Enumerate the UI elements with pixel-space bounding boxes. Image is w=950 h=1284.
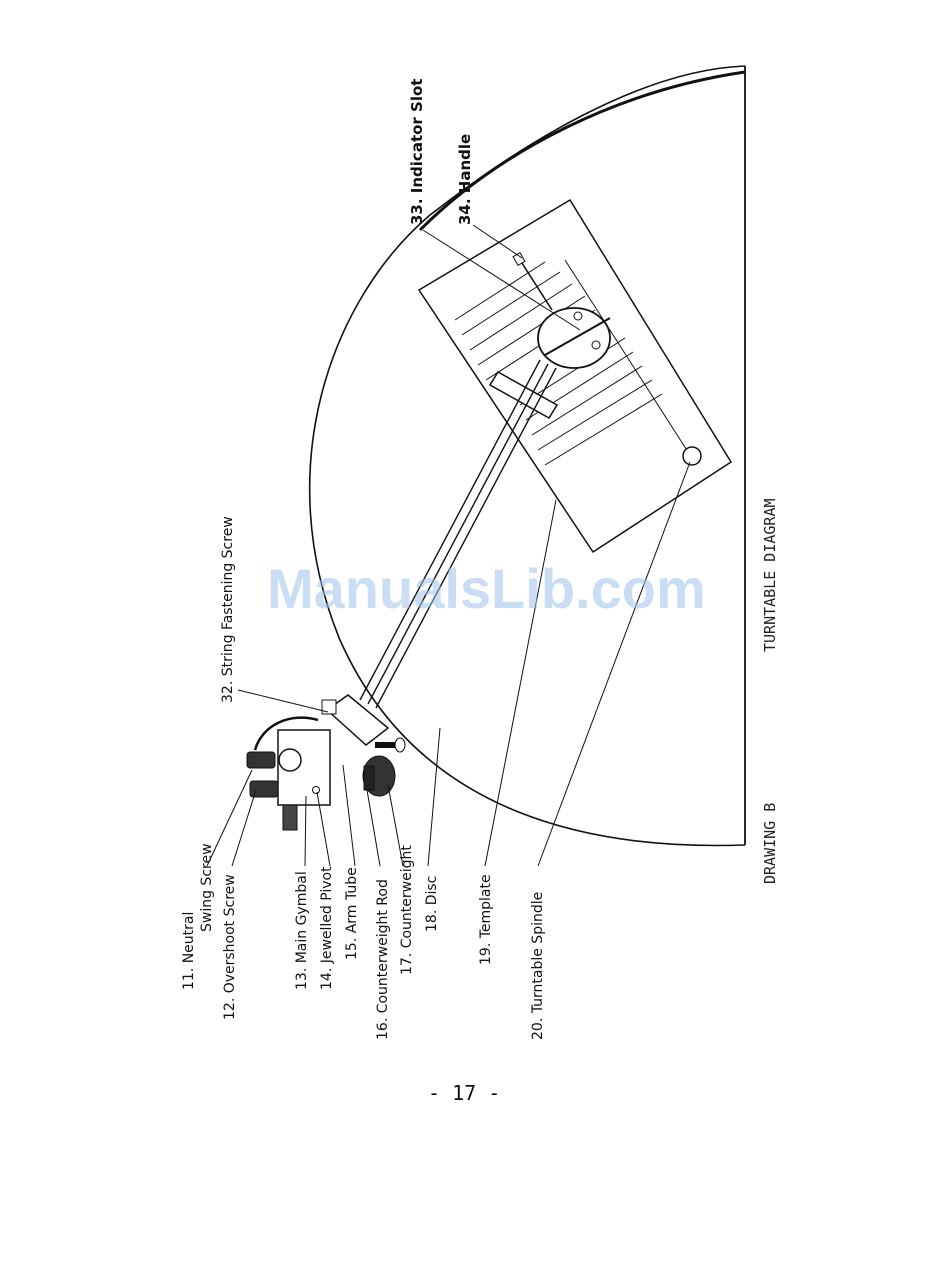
jewelled-pivot	[313, 787, 320, 794]
label-13: 13. Main Gymbal	[294, 871, 310, 990]
watermark: ManualsLib.com	[267, 557, 706, 620]
label-32: 32. String Fastening Screw	[220, 516, 236, 703]
head-screw-1	[574, 312, 582, 320]
label-17: 17. Counterweight	[399, 845, 415, 975]
label-12: 12. Overshoot Screw	[222, 874, 238, 1020]
label-11b: Swing Screw	[199, 843, 215, 932]
label-14: 14. Jewelled Pivot	[319, 866, 335, 990]
arm-tube	[360, 360, 556, 708]
label-16: 16. Counterweight Rod	[375, 879, 391, 1040]
label-33: 33. Indicator Slot	[408, 79, 426, 225]
swing-screw	[247, 752, 275, 768]
label-19: 19. Template	[478, 874, 494, 965]
counterweight-rod-end	[395, 738, 405, 752]
label-20: 20. Turntable Spindle	[530, 892, 546, 1040]
head-screw-2	[592, 341, 600, 349]
string-fastening-screw	[322, 700, 336, 714]
label-18: 18. Disc	[424, 876, 440, 932]
gymbal-stem	[283, 805, 297, 830]
turntable-spindle	[683, 447, 701, 465]
caption-drawing: DRAWING B	[761, 803, 779, 884]
label-34: 34. Handle	[456, 134, 474, 225]
caption-title: TURNTABLE DIAGRAM	[761, 498, 779, 652]
page-number: - 17 -	[428, 1081, 500, 1105]
label-11: 11. Neutral	[181, 912, 197, 990]
gymbal-bearing	[279, 749, 301, 771]
handle-knob	[513, 253, 525, 266]
label-15: 15. Arm Tube	[344, 867, 360, 960]
counterweight-collar	[364, 766, 374, 790]
